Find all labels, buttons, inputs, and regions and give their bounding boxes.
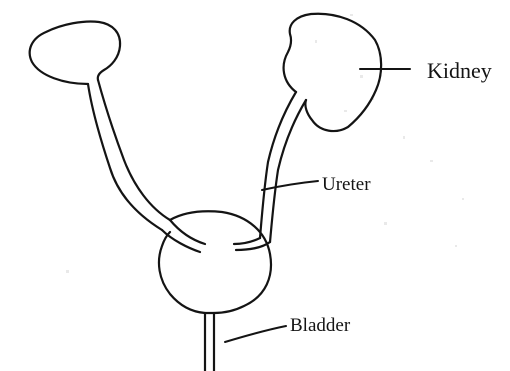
right-ureter-entry [234, 238, 260, 244]
bladder-label: Bladder [290, 316, 350, 335]
bladder-leader-line [225, 326, 286, 342]
ureter-label: Ureter [322, 175, 371, 194]
left-ureter-outer [88, 84, 162, 230]
right-ureter-inner [270, 100, 306, 242]
kidney-label: Kidney [427, 60, 492, 82]
right-ureter-outer [260, 92, 296, 238]
left-ureter-inner [98, 80, 170, 220]
paper-texture [66, 14, 464, 273]
ureter-leader-line [262, 181, 318, 190]
left-kidney [30, 21, 120, 84]
